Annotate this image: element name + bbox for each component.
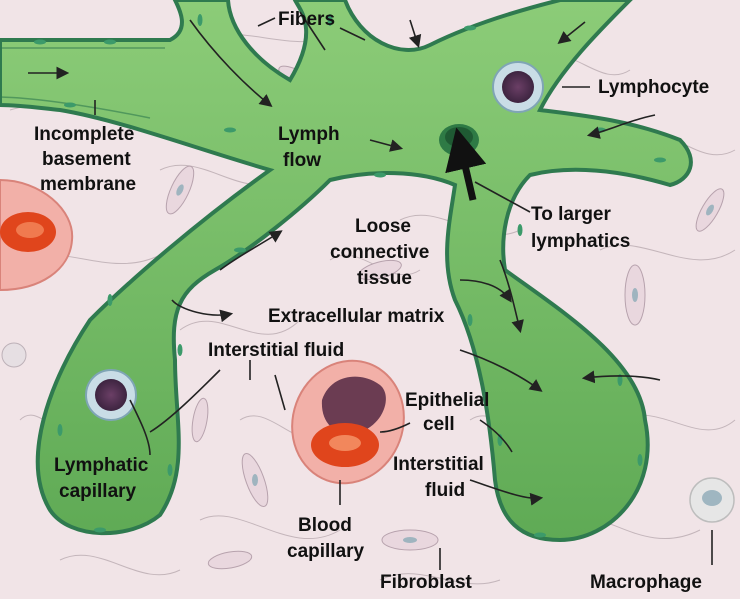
label-loose-connective-tissue-1: Loose	[355, 216, 411, 237]
label-interstitial-fluid-right-2: fluid	[425, 480, 465, 501]
label-loose-connective-tissue-2: connective	[330, 242, 429, 263]
label-to-larger-lymphatics-2: lymphatics	[531, 231, 630, 252]
label-interstitial-fluid-left: Interstitial fluid	[208, 340, 344, 361]
label-incomplete-basement-membrane-3: membrane	[40, 174, 136, 195]
label-incomplete-basement-membrane-1: Incomplete	[34, 124, 134, 145]
label-incomplete-basement-membrane-2: basement	[42, 149, 131, 170]
label-epithelial-cell-2: cell	[423, 414, 455, 435]
macrophage-cell	[689, 477, 735, 523]
label-blood-capillary-2: capillary	[287, 541, 365, 562]
label-loose-connective-tissue-3: tissue	[357, 268, 412, 289]
blood-capillary	[291, 359, 405, 485]
label-extracellular-matrix: Extracellular matrix	[268, 306, 445, 327]
leader-lines	[94, 11, 713, 570]
label-macrophage: Macrophage	[590, 572, 702, 593]
to-larger-arrow	[445, 127, 487, 201]
label-to-larger-lymphatics-1: To larger	[531, 204, 611, 225]
label-lymph-flow-2: flow	[283, 150, 321, 171]
small-cell	[1, 342, 27, 368]
labels: Fibers Lymphocyte Incomplete basement me…	[34, 9, 709, 593]
label-fibroblast: Fibroblast	[380, 572, 473, 593]
label-lymphatic-capillary-2: capillary	[59, 481, 137, 502]
flow-arrows	[28, 19, 661, 506]
label-fibers: Fibers	[278, 9, 335, 30]
label-epithelial-cell-1: Epithelial	[405, 390, 489, 411]
label-lymphatic-capillary-1: Lymphatic	[54, 455, 149, 476]
lymphocyte-top	[492, 61, 544, 113]
label-lymph-flow-1: Lymph	[278, 124, 340, 145]
label-interstitial-fluid-right-1: Interstitial	[393, 454, 484, 475]
blood-vessel-left	[0, 178, 74, 292]
label-lymphocyte: Lymphocyte	[598, 77, 709, 98]
lymphocyte-bottom	[85, 369, 137, 421]
label-blood-capillary-1: Blood	[298, 515, 352, 536]
